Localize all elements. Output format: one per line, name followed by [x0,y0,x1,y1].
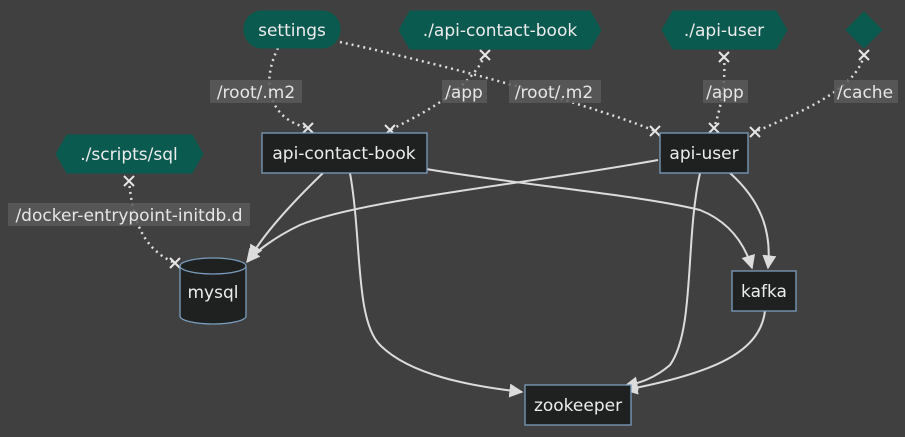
edge-api-user-dir-to-api-user [712,56,726,129]
service-mysql: mysql [179,257,247,325]
volume-settings-label: settings [258,21,326,41]
cross-icon [169,257,181,269]
edge-api-user-to-zookeeper [623,172,701,391]
volume-settings: settings [243,10,341,49]
service-api-user-label: api-user [669,144,738,164]
volume-cache [845,11,883,49]
service-mysql-label: mysql [188,283,239,303]
volume-scripts-sql: ./scripts/sql [55,134,204,174]
cross-icon [858,49,870,61]
service-api-user: api-user [659,132,749,174]
cross-icon [708,122,720,134]
edge-kafka-to-zookeeper [623,310,766,395]
cross-icon [718,51,730,63]
diamond-icon [845,11,883,49]
label-settings-to-api-user: /root/.m2 [515,83,593,103]
service-api-contact-book-label: api-contact-book [272,144,415,164]
cross-icon [302,122,314,134]
edge-cache-to-api-user [754,54,866,134]
cross-markers [123,49,870,269]
edge-contact-book-to-kafka [419,167,756,270]
service-kafka-label: kafka [741,282,787,302]
label-api-user-dir-to-api-user: /app [706,83,744,103]
dependency-edges [246,159,777,398]
volume-edges [127,40,866,265]
service-api-contact-book: api-contact-book [261,132,428,174]
volume-api-contact-book-label: ./api-contact-book [423,21,578,41]
volume-scripts-sql-label: ./scripts/sql [80,145,177,165]
edge-api-user-to-mysql [246,159,659,264]
edge-contact-book-to-zookeeper [349,172,524,398]
cross-icon [649,125,661,137]
service-kafka: kafka [731,270,797,312]
edge-contact-book-dir-to-contact-book [389,54,487,132]
service-zookeeper: zookeeper [524,384,632,426]
cross-icon [749,126,761,138]
edge-settings-to-api-user [339,40,656,133]
cross-icon [123,175,135,187]
volume-api-contact-book: ./api-contact-book [398,10,602,50]
label-scripts-to-mysql: /docker-entrypoint-initdb.d [15,206,242,226]
volume-api-user-label: ./api-user [684,21,764,41]
edge-contact-book-to-mysql [249,172,324,260]
volume-api-user: ./api-user [661,10,788,50]
cross-icon [479,49,491,61]
service-zookeeper-label: zookeeper [534,396,622,416]
label-settings-to-contact-book: /root/.m2 [217,83,295,103]
label-contact-book-dir-to-contact-book: /app [445,83,483,103]
database-icon [179,257,247,325]
mount-labels: /root/.m2 /app /root/.m2 /app /cache /do… [8,80,898,226]
edge-api-user-to-kafka [729,172,777,270]
label-cache-to-api-user: /cache [837,83,893,103]
